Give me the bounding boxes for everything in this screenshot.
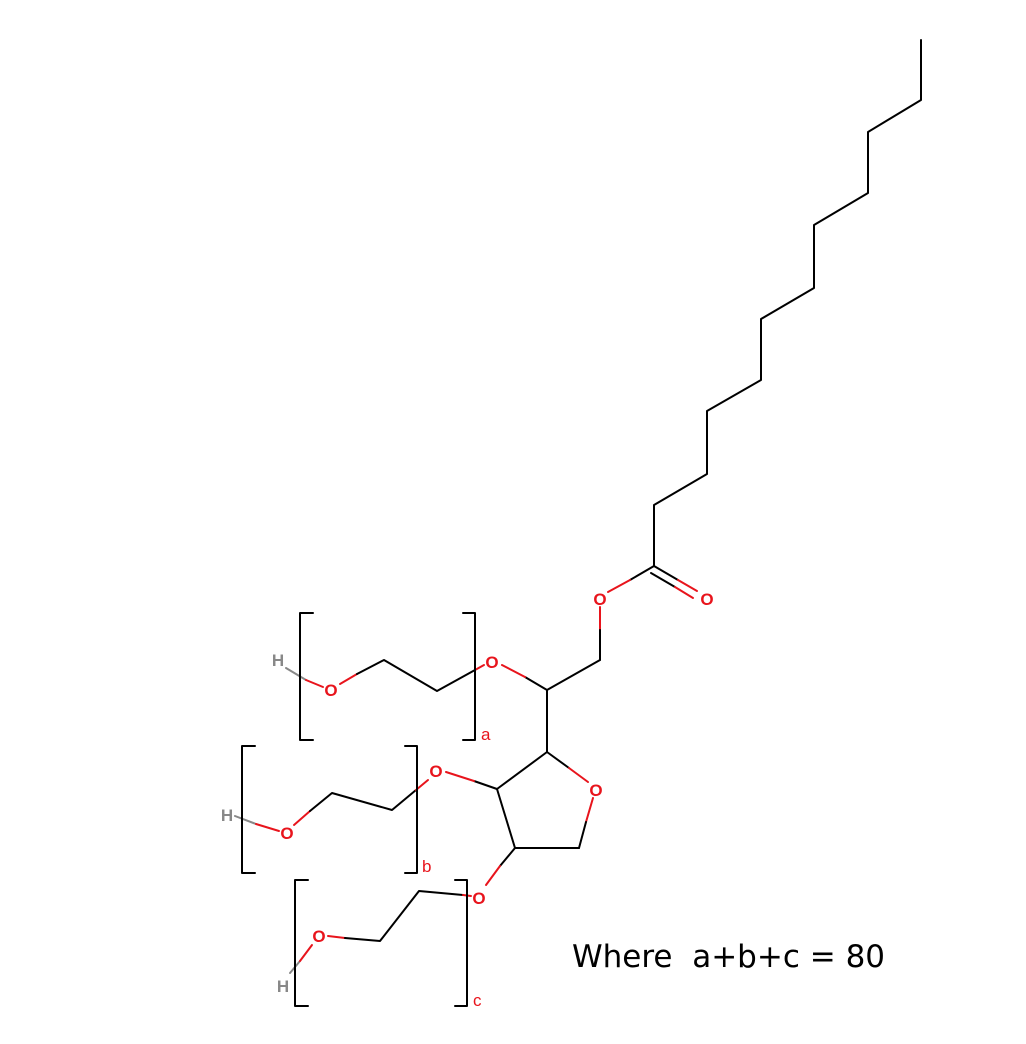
subscript-a: a — [481, 725, 491, 744]
alkyl-chain — [653, 39, 922, 567]
ester-oxygen-label: O — [593, 590, 606, 609]
ring-oxygen-label: O — [589, 781, 602, 800]
sorbitan-core — [445, 664, 594, 886]
subscript-b: b — [422, 857, 431, 876]
carbonyl-oxygen-label: O — [700, 590, 713, 609]
ether-oxygen-b-label: O — [429, 762, 442, 781]
hydrogen-c-label: H — [277, 977, 289, 996]
subscript-c: c — [473, 991, 482, 1010]
ester-group — [546, 565, 698, 691]
repeat-sum-caption: Where a+b+c = 80 — [572, 939, 885, 975]
peg-unit-a — [285, 612, 485, 741]
peg-c-oxygen-label: O — [312, 927, 325, 946]
hydrogen-b-label: H — [221, 806, 233, 825]
peg-unit-c — [289, 879, 472, 1007]
peg-a-oxygen-label: O — [324, 681, 337, 700]
atom-labels: O O O O O O O O O H H H — [221, 590, 714, 996]
ether-oxygen-c-label: O — [472, 889, 485, 908]
subscripts: a b c — [422, 725, 491, 1010]
peg-unit-b — [234, 745, 429, 874]
ether-oxygen-a-label: O — [485, 653, 498, 672]
hydrogen-a-label: H — [272, 651, 284, 670]
peg-b-oxygen-label: O — [280, 824, 293, 843]
